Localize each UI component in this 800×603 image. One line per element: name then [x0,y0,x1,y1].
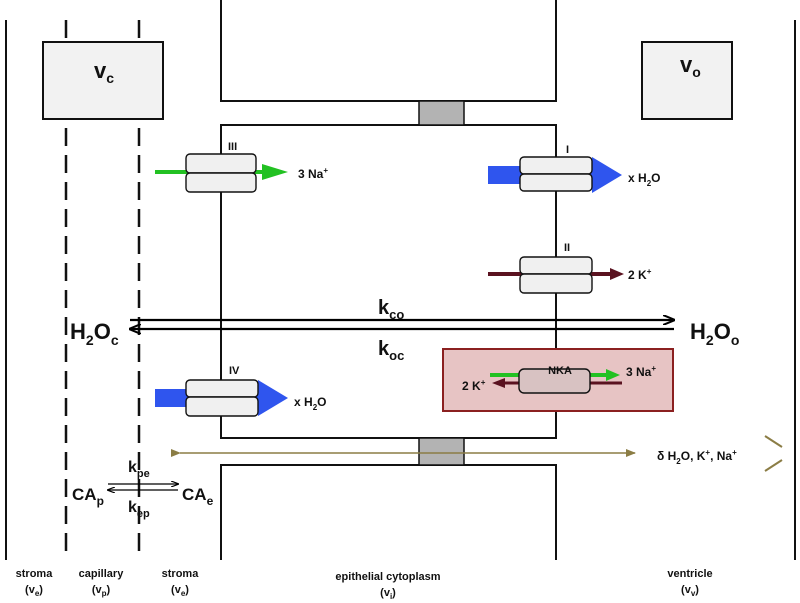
ca-p-label: CAp [72,485,104,508]
transporter-III-product: 3 Na+ [298,166,328,181]
transporter-III-label: III [228,141,237,153]
nka-pump: NKA 3 Na+ 2 K+ [442,348,674,412]
nka-label: NKA [548,365,572,377]
transporter-I-label: I [566,144,569,156]
k-co-label: kco [378,297,404,322]
water-exchange: H2Oc H2Oo kco koc [70,297,739,363]
transporter-IV-label: IV [229,365,240,377]
diffusion-label: δ H2O, K+, Na+ [657,448,737,466]
lower-cell [220,464,557,560]
h2o-c-label: H2Oc [70,319,119,348]
region-epithelial-sym: (vi) [380,587,396,601]
k-pe-label: kpe [128,459,150,480]
region-stroma-left: stroma [16,568,54,580]
nka-na-label: 3 Na+ [626,364,656,379]
vc-box [42,41,164,120]
transporter-IV: IV x H2O [155,365,326,417]
ca-e-label: CAe [182,485,214,508]
transporter-III: III 3 Na+ [155,141,328,193]
diffusion-pathway: δ H2O, K+, Na+ [171,435,783,472]
transporter-I-product: x H2O [628,171,660,188]
transporter-I: I x H2O [488,144,660,193]
vo-label: vo [680,52,701,80]
region-capillary-sym: (vp) [92,584,111,598]
region-ventricle-sym: (vv) [681,584,699,598]
upper-cell [220,0,557,102]
region-labels: stroma (ve) capillary (vp) stroma (ve) e… [16,568,713,601]
tight-junction-bottom [418,437,465,466]
h2o-o-label: H2Oo [690,319,739,348]
region-stroma-left-sym: (ve) [25,584,43,598]
k-ep-label: kep [128,499,150,520]
vo-box [641,41,733,120]
region-capillary: capillary [79,568,125,580]
region-stroma-right: stroma [162,568,200,580]
tight-junction-top [418,100,465,126]
vc-label: vc [94,58,114,86]
k-oc-label: koc [378,338,404,363]
nka-k-label: 2 K+ [462,378,486,393]
region-stroma-right-sym: (ve) [171,584,189,598]
transporter-II-label: II [564,242,570,254]
transporter-II-product: 2 K+ [628,267,652,282]
region-ventricle: ventricle [667,568,712,580]
contrast-agent-exchange: CAp CAe kpe kep [72,459,214,520]
transporter-IV-product: x H2O [294,395,326,412]
transporter-II: II 2 K+ [488,242,652,294]
region-epithelial: epithelial cytoplasm [335,571,440,583]
